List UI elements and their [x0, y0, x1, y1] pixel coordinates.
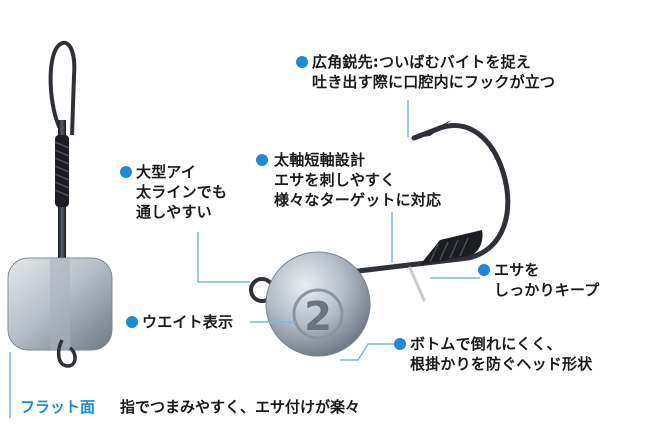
side-hook-bend — [56, 339, 77, 368]
side-eye-loop — [48, 40, 77, 136]
main-hook-point — [414, 120, 452, 138]
callout-eye-line-3: 通しやすい — [136, 203, 212, 221]
callout-shank-line-3: 様々なターゲットに対応 — [274, 191, 442, 209]
bullet-dot — [394, 338, 406, 350]
callout-shank-line-2: エサを刺しやすく — [274, 171, 396, 189]
side-thread-wrap — [54, 135, 70, 207]
callout-shank-line-1: 太軸短軸設計 — [274, 151, 366, 169]
callout-keeper: エサを しっかりキープ — [478, 260, 600, 300]
callout-tip-line-1: 広角鋭先:ついばむバイトを捉え — [312, 53, 531, 71]
main-hook-wire — [347, 123, 511, 275]
callout-shank: 太軸短軸設計 エサを刺しやすく 様々なターゲットに対応 — [256, 150, 441, 210]
callout-eye-line-1: 大型アイ — [136, 163, 197, 181]
weight-mark-ring — [292, 288, 344, 340]
callout-head-shape: ボトムで倒れにくく、 根掛かりを防ぐヘッド形状 — [394, 334, 592, 374]
callout-tip: 広角鋭先:ついばむバイトを捉え 吐き出す際に口腔内にフックが立つ — [296, 52, 555, 92]
bullet-dot — [296, 56, 308, 68]
bait-keeper-wire — [408, 266, 426, 302]
callout-weight-line-1: ウエイト表示 — [142, 313, 234, 331]
side-view-jig — [7, 40, 113, 418]
weight-number: 2 — [304, 294, 332, 340]
bullet-dot — [120, 166, 132, 178]
bottom-caption: 指でつまみやすく、エサ付けが楽々 — [120, 398, 361, 416]
flat-face-label: フラット面 — [20, 398, 96, 416]
main-ball-head — [265, 251, 371, 357]
leader-lines — [197, 100, 480, 361]
callout-keeper-line-1: エサを — [494, 261, 540, 279]
callout-weight: ウエイト表示 — [126, 312, 233, 332]
callout-head-line-1: ボトムで倒れにくく、 — [410, 335, 562, 353]
callout-tip-line-2: 吐き出す際に口腔内にフックが立つ — [312, 73, 556, 91]
bullet-dot — [126, 316, 138, 328]
bullet-dot — [256, 154, 268, 166]
leader-eye — [197, 232, 250, 283]
main-jig: 2 — [249, 120, 511, 357]
callout-eye: 大型アイ 太ラインでも 通しやすい — [120, 162, 227, 222]
callout-head-line-2: 根掛かりを防ぐヘッド形状 — [410, 355, 593, 373]
leader-head — [340, 343, 395, 361]
callout-eye-line-2: 太ラインでも — [136, 183, 228, 201]
main-thread-wrap — [420, 230, 483, 265]
callout-keeper-line-2: しっかりキープ — [494, 281, 600, 299]
bullet-dot — [478, 264, 490, 276]
